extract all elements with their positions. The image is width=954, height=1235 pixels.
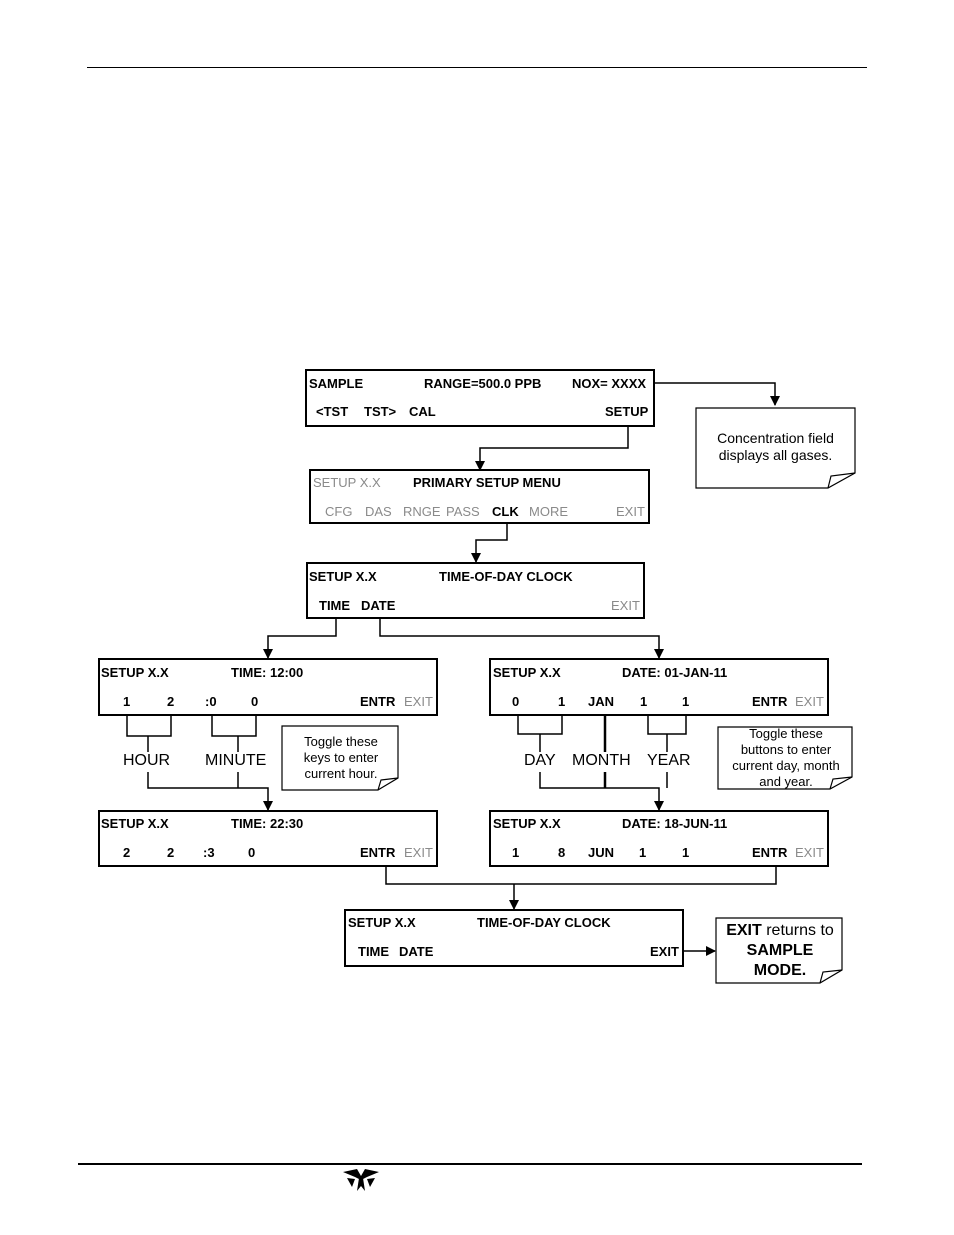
arrow-time-key bbox=[263, 616, 337, 659]
range-readout: RANGE=500.0 PPB bbox=[424, 376, 542, 391]
day-tens-key[interactable]: 1 bbox=[512, 845, 520, 860]
date-entry-updated-display bbox=[489, 810, 829, 867]
toggle-date-note-box bbox=[717, 726, 853, 790]
primary-menu-title: PRIMARY SETUP MENU bbox=[413, 475, 561, 490]
month-label: MONTH bbox=[572, 752, 631, 769]
setup-version-label: SETUP X.X bbox=[101, 816, 169, 831]
toggle-date-note-text: Toggle these buttons to enter current da… bbox=[732, 726, 840, 789]
day-tens-key[interactable]: 0 bbox=[512, 694, 520, 709]
footer-rule bbox=[78, 1163, 862, 1165]
toggle-time-note-box bbox=[281, 725, 399, 791]
exit-key[interactable]: EXIT bbox=[795, 845, 824, 860]
date-key[interactable]: DATE bbox=[361, 598, 396, 613]
hour-tens-key[interactable]: 2 bbox=[123, 845, 131, 860]
date-readout: DATE: 01-JAN-11 bbox=[622, 665, 728, 680]
exit-key[interactable]: EXIT bbox=[616, 504, 645, 519]
exit-key[interactable]: EXIT bbox=[611, 598, 640, 613]
exit-key[interactable]: EXIT bbox=[795, 694, 824, 709]
tst-next-key[interactable]: TST> bbox=[364, 404, 397, 419]
clk-key[interactable]: CLK bbox=[492, 504, 519, 519]
bracket-minute bbox=[211, 715, 257, 737]
minute-ones-key[interactable]: 0 bbox=[251, 694, 259, 709]
clock-menu-display bbox=[306, 562, 645, 619]
day-ones-key[interactable]: 8 bbox=[558, 845, 566, 860]
primary-setup-display bbox=[309, 469, 650, 524]
concentration-note-text: Concentration field displays all gases. bbox=[717, 430, 834, 463]
entr-key[interactable]: ENTR bbox=[752, 694, 788, 709]
time-readout: TIME: 12:00 bbox=[231, 665, 304, 680]
cal-key[interactable]: CAL bbox=[409, 404, 436, 419]
exit-key[interactable]: EXIT bbox=[650, 944, 679, 959]
entr-key[interactable]: ENTR bbox=[360, 845, 396, 860]
minute-ones-key[interactable]: 0 bbox=[248, 845, 256, 860]
hour-label: HOUR bbox=[123, 752, 171, 769]
arrow-date-brackets bbox=[539, 772, 664, 811]
date-entry-display bbox=[489, 658, 829, 716]
rnge-key[interactable]: RNGE bbox=[403, 504, 441, 519]
clock-menu-title: TIME-OF-DAY CLOCK bbox=[477, 915, 611, 930]
setup-version-label: SETUP X.X bbox=[348, 915, 416, 930]
arrow-setup-to-primary bbox=[475, 427, 629, 471]
setup-key[interactable]: SETUP bbox=[605, 404, 649, 419]
toggle-time-note-text: Toggle these keys to enter current hour. bbox=[303, 734, 379, 781]
entr-key[interactable]: ENTR bbox=[360, 694, 396, 709]
clock-menu-title: TIME-OF-DAY CLOCK bbox=[439, 569, 573, 584]
arrow-time-brackets bbox=[147, 772, 273, 811]
year-ones-key[interactable]: 1 bbox=[682, 845, 690, 860]
setup-version-label: SETUP X.X bbox=[309, 569, 377, 584]
das-key[interactable]: DAS bbox=[365, 504, 392, 519]
exit-note-box bbox=[715, 917, 843, 984]
bracket-hour bbox=[126, 715, 172, 737]
pass-key[interactable]: PASS bbox=[446, 504, 480, 519]
hour-tens-key[interactable]: 1 bbox=[123, 694, 131, 709]
teledyne-logo-icon bbox=[343, 1169, 379, 1191]
cfg-key[interactable]: CFG bbox=[325, 504, 353, 519]
setup-version-label: SETUP X.X bbox=[101, 665, 169, 680]
nox-readout: NOX= XXXX bbox=[572, 376, 647, 391]
entr-key[interactable]: ENTR bbox=[752, 845, 788, 860]
year-tens-key[interactable]: 1 bbox=[640, 694, 648, 709]
hour-ones-key[interactable]: 2 bbox=[167, 694, 175, 709]
header-rule bbox=[87, 67, 867, 68]
exit-note-text: EXIT returns to SAMPLE MODE. bbox=[726, 922, 834, 979]
setup-version-label: SETUP X.X bbox=[493, 665, 561, 680]
year-tens-key[interactable]: 1 bbox=[639, 845, 647, 860]
date-key[interactable]: DATE bbox=[399, 944, 434, 959]
exit-key[interactable]: EXIT bbox=[404, 694, 433, 709]
year-label: YEAR bbox=[647, 752, 691, 769]
date-readout: DATE: 18-JUN-11 bbox=[622, 816, 728, 831]
arrow-clk-to-clock bbox=[471, 520, 508, 563]
exit-key[interactable]: EXIT bbox=[404, 845, 433, 860]
more-key[interactable]: MORE bbox=[529, 504, 568, 519]
day-ones-key[interactable]: 1 bbox=[558, 694, 566, 709]
minute-tens-key[interactable]: :0 bbox=[205, 694, 217, 709]
minute-tens-key[interactable]: :3 bbox=[203, 845, 215, 860]
hour-ones-key[interactable]: 2 bbox=[167, 845, 175, 860]
clock-menu-return-display bbox=[344, 909, 684, 967]
time-key[interactable]: TIME bbox=[319, 598, 351, 613]
time-readout: TIME: 22:30 bbox=[231, 816, 304, 831]
time-key[interactable]: TIME bbox=[358, 944, 390, 959]
day-label: DAY bbox=[524, 752, 556, 769]
year-ones-key[interactable]: 1 bbox=[682, 694, 690, 709]
tst-prev-key[interactable]: <TST bbox=[316, 404, 349, 419]
sample-display bbox=[305, 369, 655, 427]
arrow-date-key bbox=[379, 616, 664, 659]
month-key[interactable]: JUN bbox=[588, 845, 615, 860]
month-key[interactable]: JAN bbox=[588, 694, 615, 709]
arrow-entr-merge bbox=[385, 866, 777, 885]
concentration-note-box bbox=[695, 407, 856, 489]
minute-label: MINUTE bbox=[205, 752, 267, 769]
setup-version-label: SETUP X.X bbox=[493, 816, 561, 831]
arrow-sample-to-note bbox=[654, 382, 780, 406]
sample-mode-label: SAMPLE bbox=[309, 376, 364, 391]
setup-version-label: SETUP X.X bbox=[313, 475, 381, 490]
time-entry-display bbox=[98, 658, 438, 716]
time-entry-updated-display bbox=[98, 810, 438, 867]
